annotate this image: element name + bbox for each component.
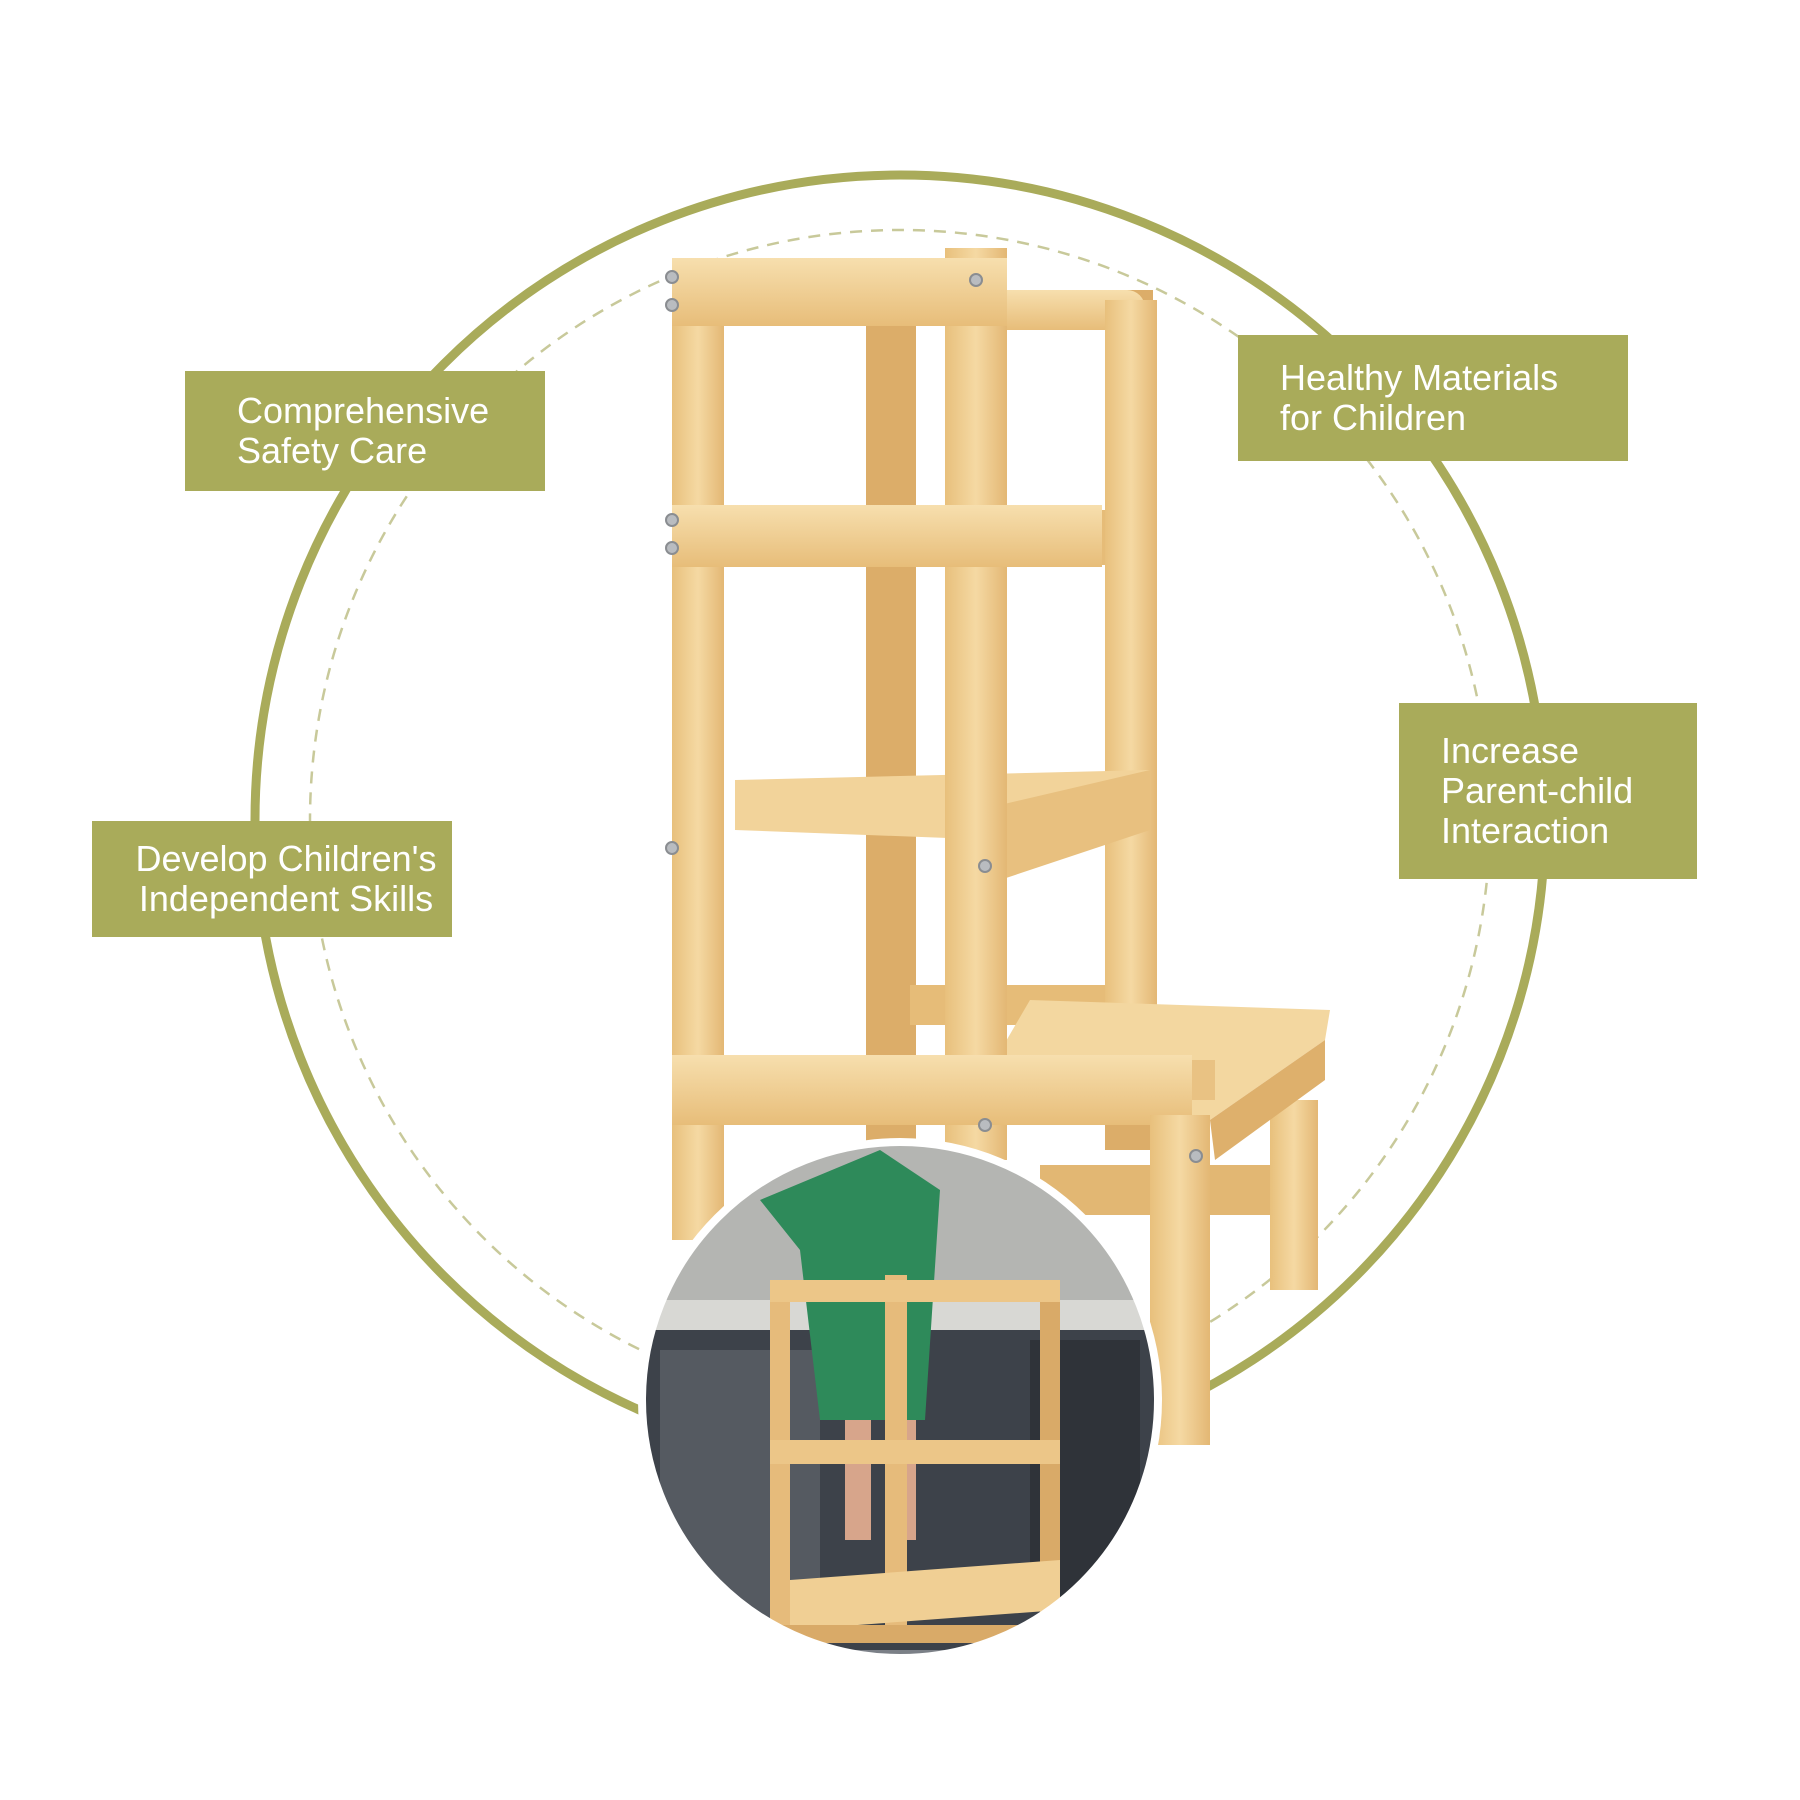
feature-label-line: for Children bbox=[1280, 397, 1467, 438]
feature-label-healthy-materials: Healthy Materials for Children bbox=[1238, 335, 1628, 461]
feature-label-line: Healthy Materials bbox=[1280, 357, 1559, 398]
feature-label-parent-child-interaction: Increase Parent-child Interaction bbox=[1399, 703, 1697, 879]
feature-label-line: Comprehensive bbox=[237, 390, 490, 431]
feature-label-independent-skills: Develop Children's Independent Skills bbox=[92, 821, 452, 937]
feature-label-safety-care: Comprehensive Safety Care bbox=[185, 371, 545, 491]
learning-tower-stool bbox=[665, 248, 1330, 1445]
feature-label-line: Increase bbox=[1441, 730, 1580, 771]
feature-label-line: Interaction bbox=[1441, 810, 1610, 851]
feature-label-line: Safety Care bbox=[237, 430, 428, 471]
usage-photo bbox=[638, 1138, 1162, 1662]
feature-label-line: Independent Skills bbox=[138, 878, 434, 919]
feature-label-line: Develop Children's bbox=[135, 838, 437, 879]
feature-label-line: Parent-child bbox=[1441, 770, 1634, 811]
